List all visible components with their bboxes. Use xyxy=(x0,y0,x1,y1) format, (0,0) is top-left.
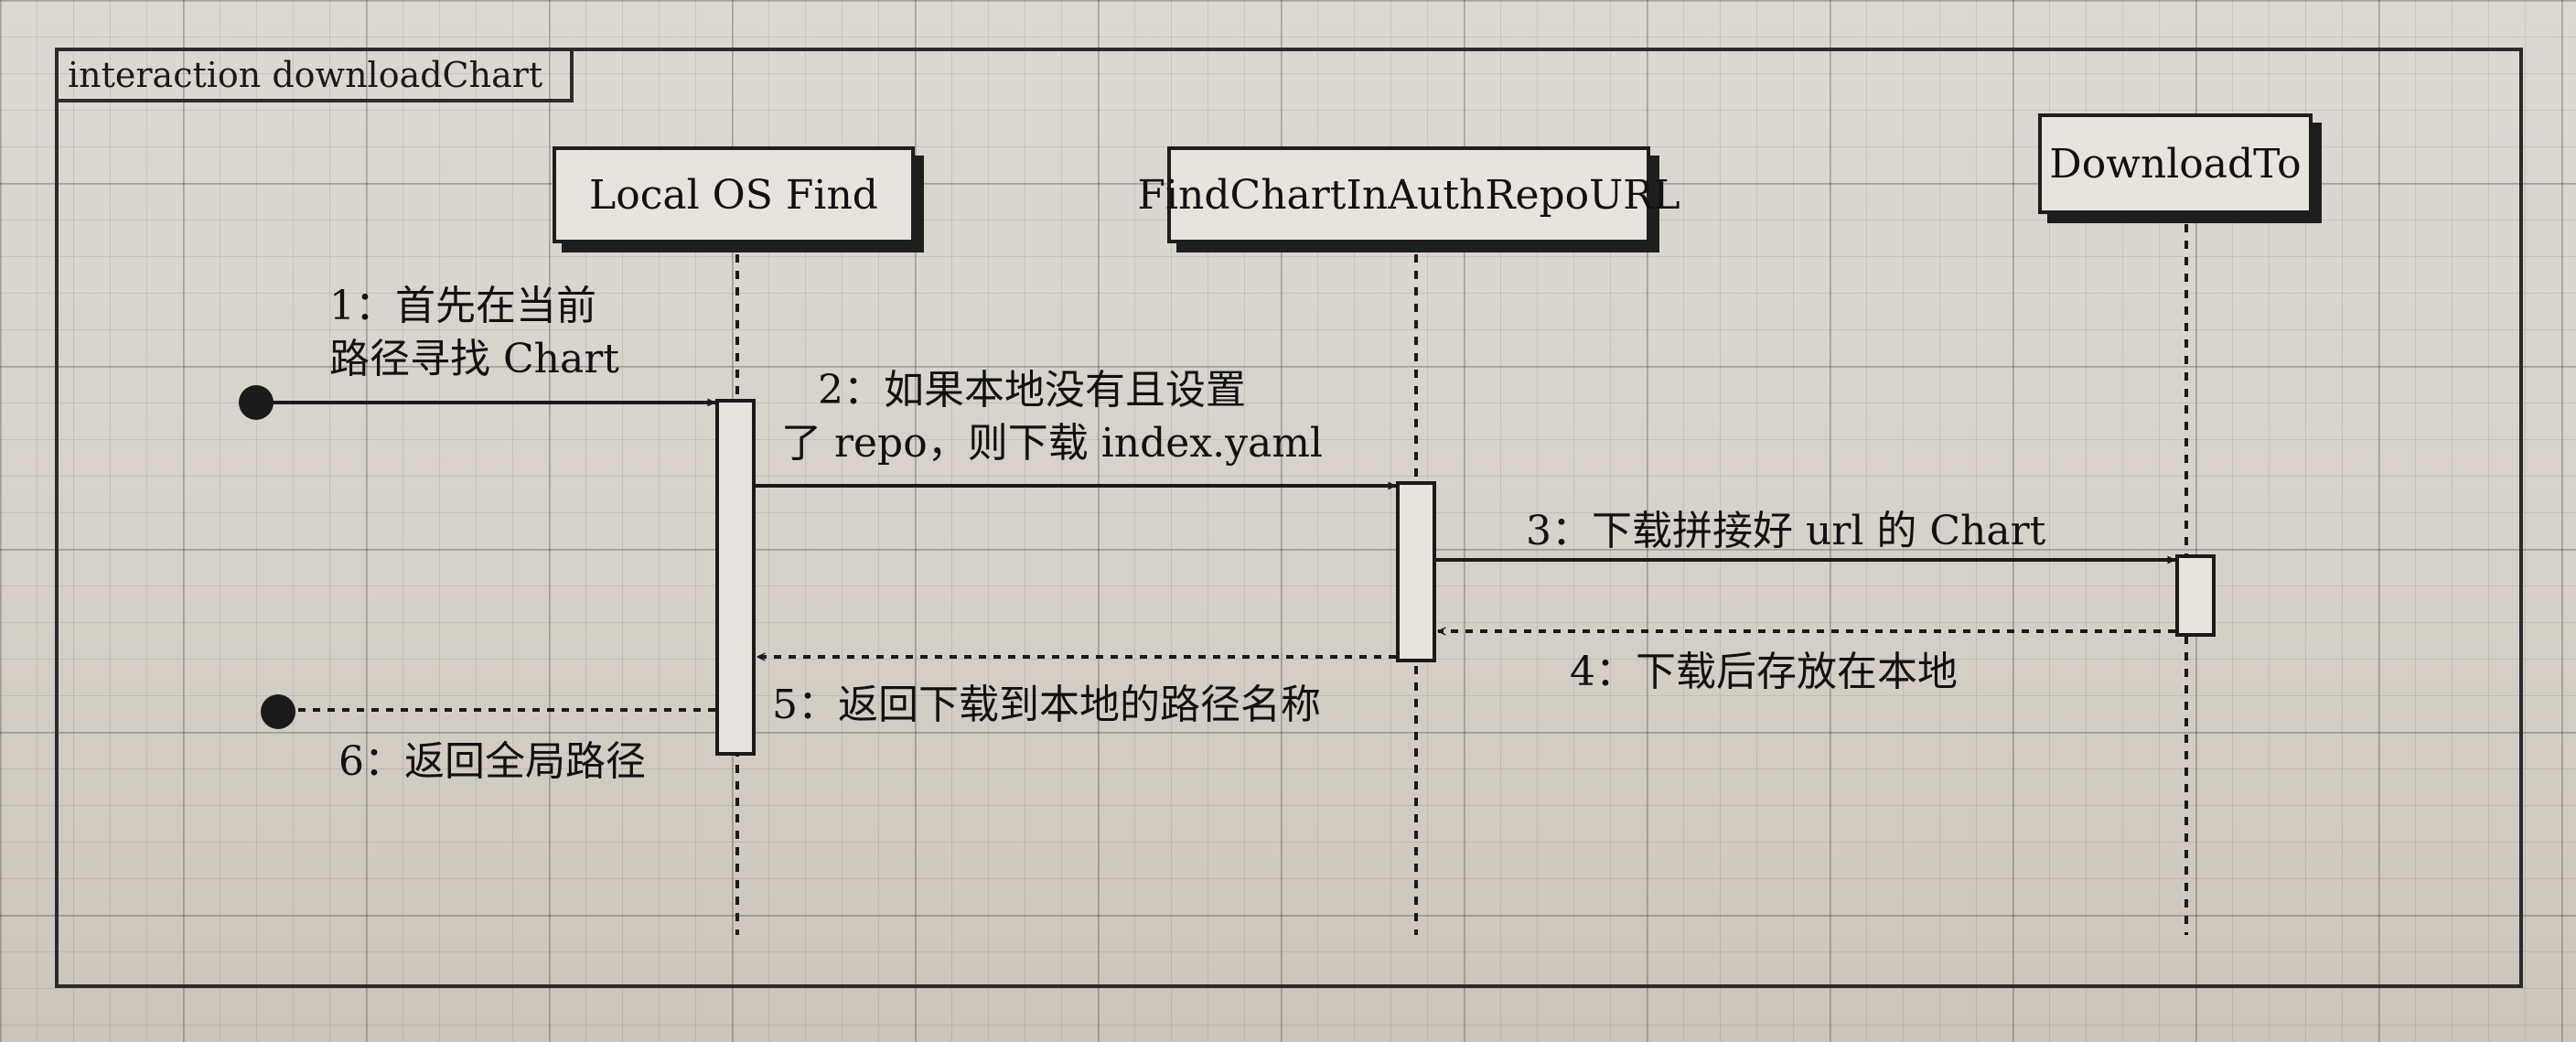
lifeline-label: FindChartInAuthRepoURL xyxy=(1137,171,1680,219)
found-message-start-dot xyxy=(239,385,274,420)
message-label-line: 5：返回下载到本地的路径名称 xyxy=(772,682,1321,728)
message-1-label: 1：首先在当前 路径寻找 Chart xyxy=(329,280,619,386)
interaction-frame xyxy=(55,48,2523,988)
message-6-label: 6：返回全局路径 xyxy=(338,736,646,789)
message-label-line: 2：如果本地没有且设置 xyxy=(818,367,1246,414)
message-label-line: 4：下载后存放在本地 xyxy=(1570,649,1958,695)
lost-message-end-dot xyxy=(261,694,295,729)
message-5-label: 5：返回下载到本地的路径名称 xyxy=(772,679,1321,732)
activation-bar-local xyxy=(715,399,756,756)
message-4-label: 4：下载后存放在本地 xyxy=(1570,646,1958,699)
lifeline-label: DownloadTo xyxy=(2049,140,2302,188)
activation-bar-download xyxy=(2175,554,2216,637)
lifeline-label: Local OS Find xyxy=(589,171,878,219)
message-label-line: 1：首先在当前 xyxy=(329,283,596,329)
message-label-line: 6：返回全局路径 xyxy=(338,738,646,785)
lifeline-local-os-find: Local OS Find xyxy=(553,146,915,243)
frame-title: interaction downloadChart xyxy=(55,48,574,102)
message-label-line: 3：下载拼接好 url 的 Chart xyxy=(1526,508,2046,554)
lifeline-download-to: DownloadTo xyxy=(2038,113,2313,214)
message-label-line: 了 repo，则下载 index.yaml xyxy=(781,420,1324,467)
activation-bar-find xyxy=(1396,481,1436,662)
message-3-label: 3：下载拼接好 url 的 Chart xyxy=(1526,505,2045,558)
message-2-label: 2：如果本地没有且设置 了 repo，则下载 index.yaml xyxy=(781,364,1323,470)
lifeline-find-chart-in-auth-repo-url: FindChartInAuthRepoURL xyxy=(1137,146,1680,243)
message-label-line: 路径寻找 Chart xyxy=(329,336,619,382)
